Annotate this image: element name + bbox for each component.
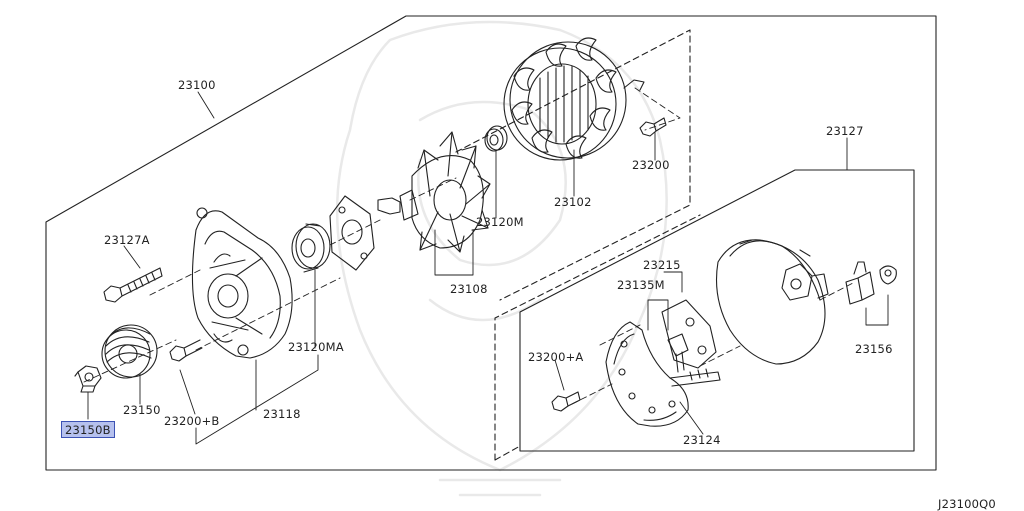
rectifier-23124[interactable] (605, 321, 721, 427)
callout-23135m[interactable]: 23135M (617, 278, 665, 292)
diagram-code: J23100Q0 (938, 497, 996, 511)
assembly-outline-23100 (45, 15, 937, 471)
bolt-23200[interactable] (639, 117, 667, 137)
regulator-23215[interactable] (661, 299, 717, 373)
callout-23215[interactable]: 23215 (643, 258, 681, 272)
callout-23102[interactable]: 23102 (554, 195, 592, 209)
dashed-explode-box-rear (494, 214, 701, 461)
bearing-23120m[interactable] (484, 125, 508, 152)
callout-23120ma[interactable]: 23120MA (288, 340, 344, 354)
callout-23200b[interactable]: 23200+B (164, 414, 220, 428)
callout-23150[interactable]: 23150 (123, 403, 161, 417)
callout-23118[interactable]: 23118 (263, 407, 301, 421)
pulley-23150[interactable] (101, 324, 158, 379)
callout-23108[interactable]: 23108 (450, 282, 488, 296)
front-housing-23118[interactable] (191, 207, 293, 359)
bolt-23127a[interactable] (103, 267, 163, 303)
bolt-23200a[interactable] (551, 391, 581, 412)
rotor-23108[interactable] (377, 131, 491, 253)
callout-23200[interactable]: 23200 (632, 158, 670, 172)
rear-housing-23127[interactable] (715, 239, 829, 365)
callout-23200a[interactable]: 23200+A (528, 350, 584, 364)
bearing-23120ma[interactable] (291, 223, 331, 273)
callout-23156[interactable]: 23156 (855, 342, 893, 356)
leader-lines (87, 91, 889, 445)
bolt-23200b[interactable] (169, 339, 203, 362)
nut-23150b[interactable] (74, 365, 102, 393)
callout-23120m[interactable]: 23120M (476, 215, 524, 229)
retainer-plate[interactable] (329, 195, 375, 271)
callout-23127[interactable]: 23127 (826, 124, 864, 138)
dashed-explode-box-stator (455, 29, 691, 301)
callout-23124[interactable]: 23124 (683, 433, 721, 447)
dashed-centerlines (83, 87, 856, 405)
callout-23150b-selected[interactable]: 23150B (61, 421, 115, 438)
watermark-emblem (335, 20, 668, 497)
assembly-outline-23127 (519, 169, 915, 452)
callout-23127a[interactable]: 23127A (104, 233, 150, 247)
callout-23100[interactable]: 23100 (178, 78, 216, 92)
terminal-23156[interactable] (845, 261, 897, 305)
stator-23102[interactable] (503, 37, 645, 161)
